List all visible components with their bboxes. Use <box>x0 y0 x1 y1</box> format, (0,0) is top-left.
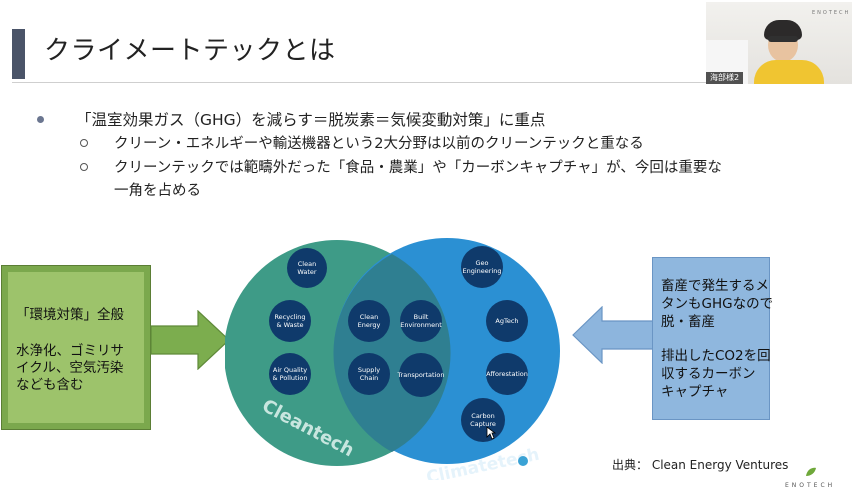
cev-logo-icon <box>518 456 528 466</box>
venn-item-recycling-waste: Recycling& Waste <box>269 300 311 342</box>
climatetech-note-line: タンもGHGなので <box>661 296 774 312</box>
bullet-dot <box>37 116 44 123</box>
cleantech-note-line: イクル、空気汚染 <box>16 360 124 376</box>
sub-bullet-circle <box>80 139 88 147</box>
enotech-leaf-icon <box>806 467 816 476</box>
webcam-name-tag: 海部様2 <box>706 72 744 84</box>
climatetech-note-box <box>652 257 770 420</box>
webcam-brand-text: ENOTECH <box>812 10 851 16</box>
slide-title: クライメートテックとは <box>44 36 336 66</box>
webcam-person-hair <box>764 20 802 40</box>
webcam-video-tile[interactable]: ENOTECH 海部様2 <box>706 2 852 84</box>
mouse-cursor-icon <box>486 426 496 440</box>
cleantech-note-inner <box>8 272 144 423</box>
climatetech-note-line: キャプチャ <box>661 384 729 400</box>
footer-brand: ENOTECH <box>785 482 836 489</box>
cleantech-note-heading: 「環境対策」全般 <box>16 307 124 323</box>
cleantech-note-line: 水浄化、ゴミリサ <box>16 343 124 359</box>
bullet-main-text: 「温室効果ガス（GHG）を減らす＝脱炭素＝気候変動対策」に重点 <box>76 111 546 129</box>
title-accent-bar <box>12 29 25 79</box>
webcam-person-shirt <box>754 60 824 84</box>
venn-item-air-quality: Air Quality& Pollution <box>269 353 311 395</box>
right-arrow-icon <box>150 310 230 370</box>
left-arrow-icon <box>572 306 654 364</box>
climatetech-note-line: 畜産で発生するメ <box>661 278 769 294</box>
webcam-person-glasses <box>768 36 798 42</box>
sub-bullet-circle <box>80 163 88 171</box>
cleantech-note-line: なども含む <box>16 377 84 393</box>
cev-logo-text: CLEAN ENERGY VENTURES <box>531 460 560 465</box>
source-citation: 出典： Clean Energy Ventures <box>612 458 789 472</box>
venn-item-agtech: AgTech <box>486 300 528 342</box>
sub-bullet-2-continuation: 一角を占める <box>114 183 201 199</box>
title-divider <box>12 82 706 83</box>
venn-item-afforestation: Afforestation <box>486 353 528 395</box>
sub-bullet-2-text: クリーンテックでは範疇外だった「食品・農業」や「カーボンキャプチャ」が、今回は重… <box>114 160 722 176</box>
venn-item-transportation: Transportation <box>398 353 444 397</box>
climatetech-note-line: 脱・畜産 <box>661 314 715 330</box>
climatetech-note-line: 収するカーボン <box>661 366 756 382</box>
climatetech-note-line: 排出したCO2を回 <box>661 348 771 364</box>
sub-bullet-1-text: クリーン・エネルギーや輸送機器という2大分野は以前のクリーンテックと重なる <box>114 136 644 152</box>
